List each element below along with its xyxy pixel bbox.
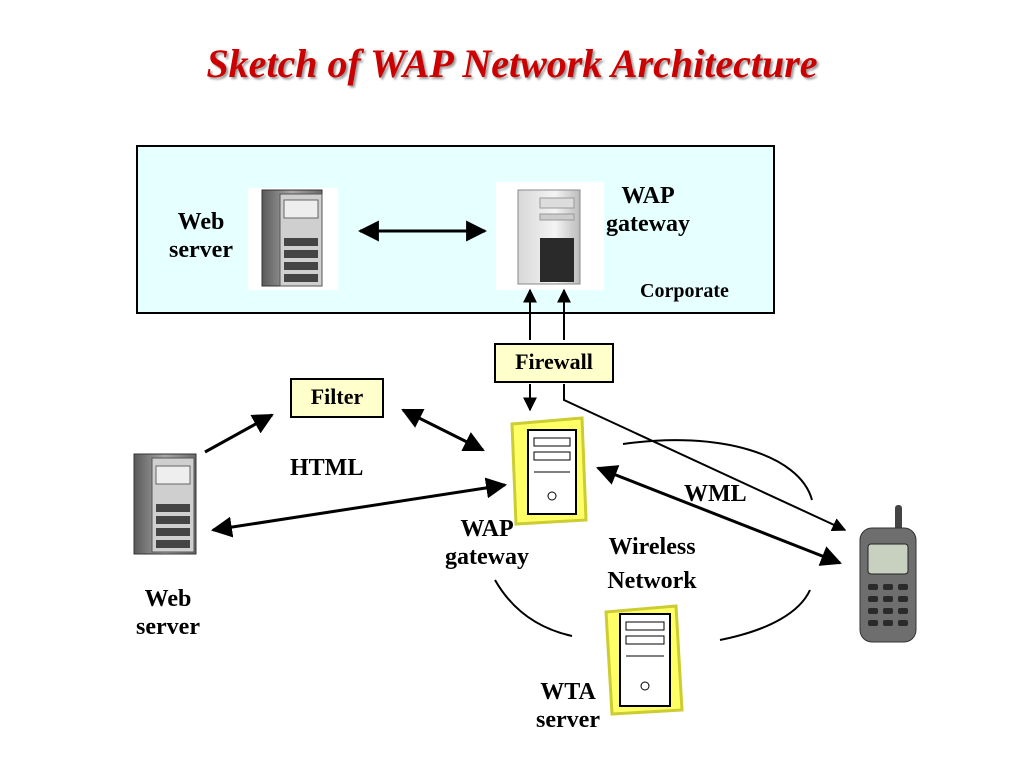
web-server-icon <box>133 453 197 555</box>
corporate-zone-label: Corporate <box>640 280 729 302</box>
wta-server-label: WTA server <box>536 679 600 733</box>
corporate-wap-gateway-icon <box>496 182 604 290</box>
corporate-web-server-label: Web server <box>169 209 233 263</box>
mobile-phone-icon <box>859 505 917 643</box>
filter-box: Filter <box>290 378 384 418</box>
corporate-wap-gateway-label: WAP gateway <box>606 183 690 237</box>
wireless-network-label: Wireless Network <box>607 534 697 594</box>
wta-server-icon <box>604 604 684 716</box>
wap-gateway-label: WAP gateway <box>445 516 529 570</box>
corporate-web-server-icon <box>248 188 338 290</box>
page-title: Sketch of WAP Network Architecture <box>206 41 818 86</box>
web-server-label: Web server <box>136 586 200 640</box>
wap-gateway-icon <box>510 416 588 526</box>
firewall-box: Firewall <box>494 343 614 383</box>
html-label: HTML <box>290 455 364 481</box>
wml-label: WML <box>684 481 747 507</box>
